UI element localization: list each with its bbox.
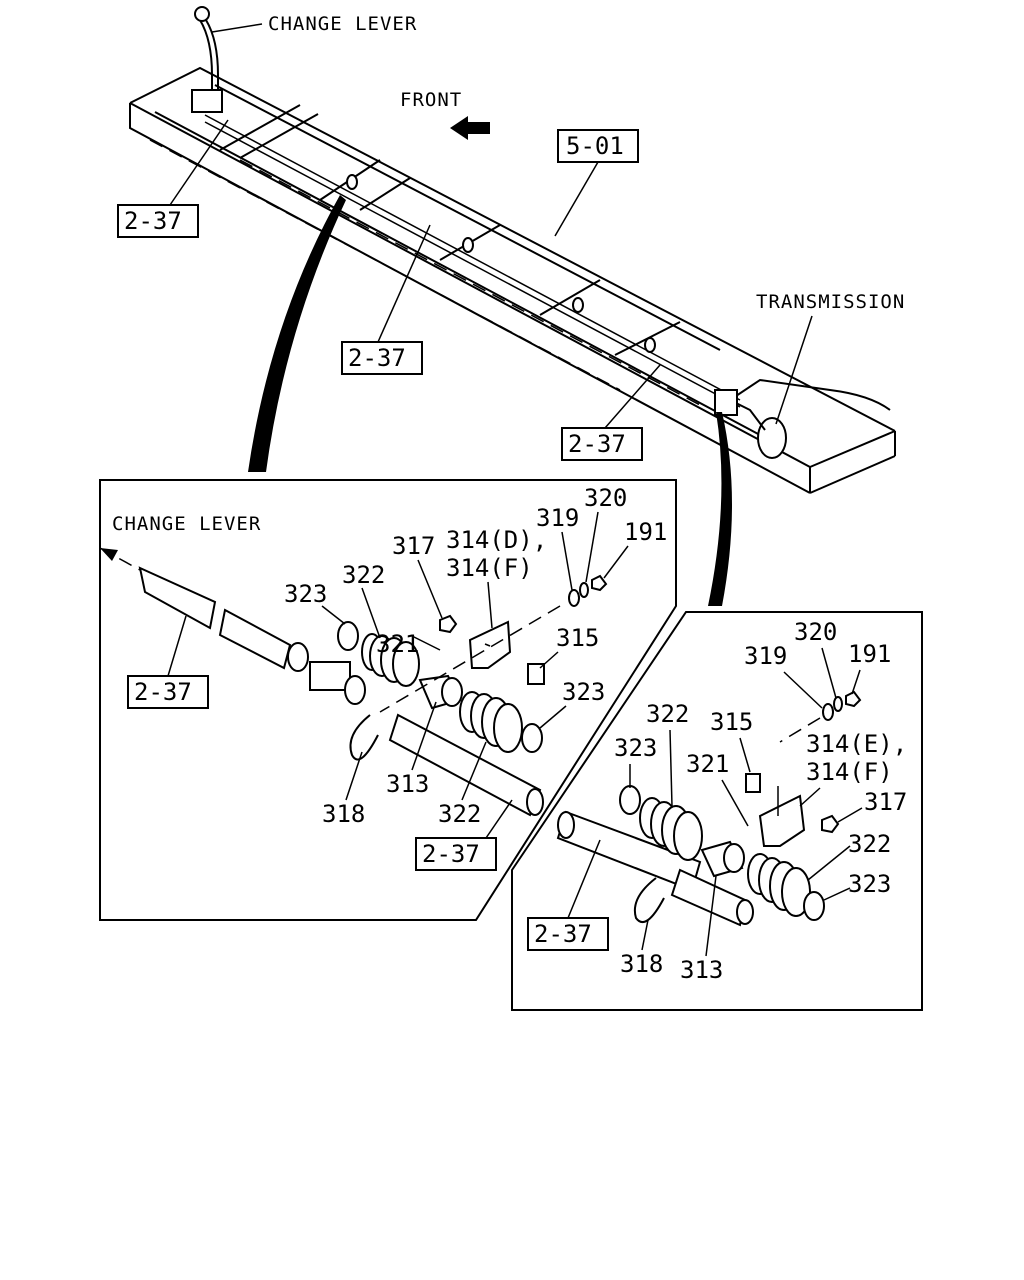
ref-box-2-37: 2-37 (117, 204, 199, 238)
callout-314: 314(F) (806, 758, 893, 786)
ref-box-2-37: 2-37 (341, 341, 423, 375)
callout-320: 320 (584, 484, 627, 512)
svg-text:2-37: 2-37 (134, 678, 192, 706)
callout-319: 319 (744, 642, 787, 670)
detail-pointer-right (708, 412, 732, 606)
callout-314: 314(F) (446, 554, 533, 582)
clip-323-right-a (619, 785, 641, 815)
svg-text:2-37: 2-37 (124, 207, 182, 235)
callout-315: 315 (556, 624, 599, 652)
callout-318: 318 (620, 950, 663, 978)
callout-323: 323 (848, 870, 891, 898)
callout-321: 321 (686, 750, 729, 778)
nut-191-left (591, 574, 608, 592)
ref-box-2-37: 2-37 (527, 917, 609, 951)
svg-text:2-37: 2-37 (568, 430, 626, 458)
svg-text:5-01: 5-01 (566, 132, 624, 160)
callout-323: 323 (284, 580, 327, 608)
clip-323-left-a (337, 621, 359, 651)
change-lever-label: CHANGE LEVER (268, 13, 417, 35)
callout-323: 323 (562, 678, 605, 706)
nut-317-right (821, 814, 840, 834)
callout-313: 313 (680, 956, 723, 984)
callout-314: 314(D), (446, 526, 547, 554)
callout-320: 320 (794, 618, 837, 646)
callout-322: 322 (342, 561, 385, 589)
boot-322-right-b (747, 853, 811, 917)
clip-323-left-b (521, 723, 543, 753)
u-bolt-318-right (634, 877, 665, 923)
callout-322: 322 (646, 700, 689, 728)
front-arrow-icon (450, 116, 490, 140)
ref-box-2-37: 2-37 (415, 837, 497, 871)
detail-pointer-left (248, 195, 346, 472)
ref-box-2-37: 2-37 (561, 427, 643, 461)
transmission-label: TRANSMISSION (756, 291, 905, 313)
callout-313: 313 (386, 770, 429, 798)
chassis-frame (129, 6, 896, 494)
nut-191-right (845, 690, 862, 708)
boot-322-left-b (459, 691, 523, 753)
front-label: FRONT (400, 89, 462, 111)
callout-323: 323 (614, 734, 657, 762)
svg-text:2-37: 2-37 (534, 920, 592, 948)
ref-box-5-01: 5-01 (557, 129, 639, 163)
callout-191: 191 (624, 518, 667, 546)
detail-panel-left (99, 479, 677, 921)
svg-text:2-37: 2-37 (348, 344, 406, 372)
washer-320-right (833, 696, 843, 712)
callout-321: 321 (376, 630, 419, 658)
change-lever-label-detail: CHANGE LEVER (112, 513, 261, 535)
washer-320-left (579, 582, 589, 598)
bushing-313-left (418, 674, 463, 710)
bracket-314-right (758, 786, 806, 847)
u-bolt-318-left (349, 714, 379, 761)
callout-322: 322 (848, 830, 891, 858)
bolt-315-right (745, 773, 761, 793)
callout-317: 317 (392, 532, 435, 560)
callout-191: 191 (848, 640, 891, 668)
shaft-right (556, 810, 754, 927)
bracket-314-left (468, 620, 512, 669)
callout-318: 318 (322, 800, 365, 828)
bushing-313-right (700, 840, 745, 878)
washer-319-left (568, 589, 580, 607)
svg-text:2-37: 2-37 (422, 840, 480, 868)
callout-314: 314(E), (806, 730, 907, 758)
callout-317: 317 (864, 788, 907, 816)
nut-317-left (439, 614, 458, 634)
washer-319-right (822, 703, 834, 721)
boot-322-left (361, 633, 420, 687)
bolt-315-left (527, 663, 545, 685)
shaft-left (99, 547, 544, 817)
callout-315: 315 (710, 708, 753, 736)
boot-322-right-a (639, 797, 703, 861)
detail-panel-right (511, 611, 923, 1011)
clip-323-right-b (803, 891, 825, 921)
callout-322: 322 (438, 800, 481, 828)
ref-box-2-37: 2-37 (127, 675, 209, 709)
callout-319: 319 (536, 504, 579, 532)
